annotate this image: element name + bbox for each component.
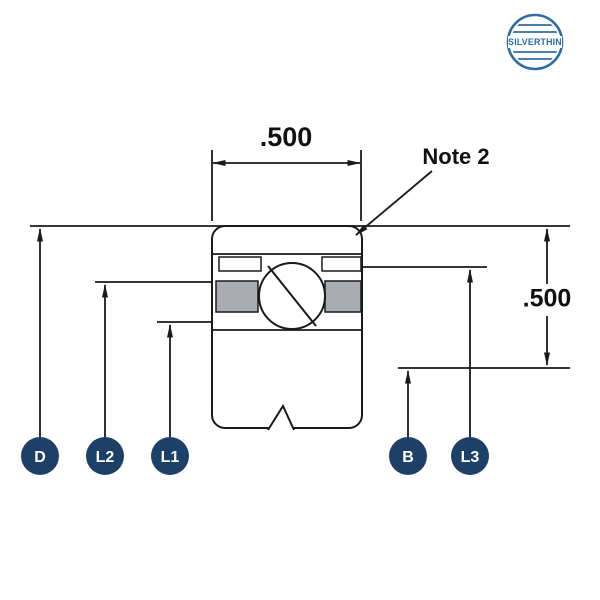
badge-d: D <box>21 437 59 475</box>
badge-b-circle <box>389 437 427 475</box>
badge-l2: L2 <box>86 437 124 475</box>
break-notch-fill <box>268 406 294 430</box>
bearing-cross-section <box>211 225 363 431</box>
top-width-dimension: .500 <box>260 122 313 152</box>
badge-b: B <box>389 437 427 475</box>
badge-d-circle <box>21 437 59 475</box>
retainer-right <box>324 280 362 313</box>
seal-slot-left <box>218 256 262 272</box>
retainer-left <box>215 280 259 313</box>
seal-slot-right <box>321 256 362 272</box>
contact-angle-line <box>267 265 317 327</box>
badge-d-label: D <box>34 449 46 466</box>
silverthin-logo: SILVERTHIN <box>506 13 564 71</box>
badge-b-label: B <box>402 449 414 466</box>
right-height-dimension: .500 <box>523 285 572 313</box>
bearing-ball <box>258 262 326 330</box>
badge-l1-label: L1 <box>161 449 180 466</box>
break-notch <box>267 403 295 431</box>
badge-l3: L3 <box>451 437 489 475</box>
badge-l2-label: L2 <box>96 449 115 466</box>
logo-globe-lines <box>511 24 559 60</box>
badge-l3-circle <box>451 437 489 475</box>
badge-l3-label: L3 <box>461 449 480 466</box>
logo-text-band <box>508 36 562 48</box>
badge-l2-circle <box>86 437 124 475</box>
note-label: Note 2 <box>422 144 489 169</box>
badge-l1-circle <box>151 437 189 475</box>
extension-lines <box>30 150 570 369</box>
logo-wordmark: SILVERTHIN <box>508 37 562 47</box>
note-leader-line <box>355 170 433 236</box>
dimension-annotations: .500 Note 2 .500 <box>37 122 572 437</box>
part-label-badges: D L2 L1 B L3 <box>21 437 489 475</box>
badge-l1: L1 <box>151 437 189 475</box>
